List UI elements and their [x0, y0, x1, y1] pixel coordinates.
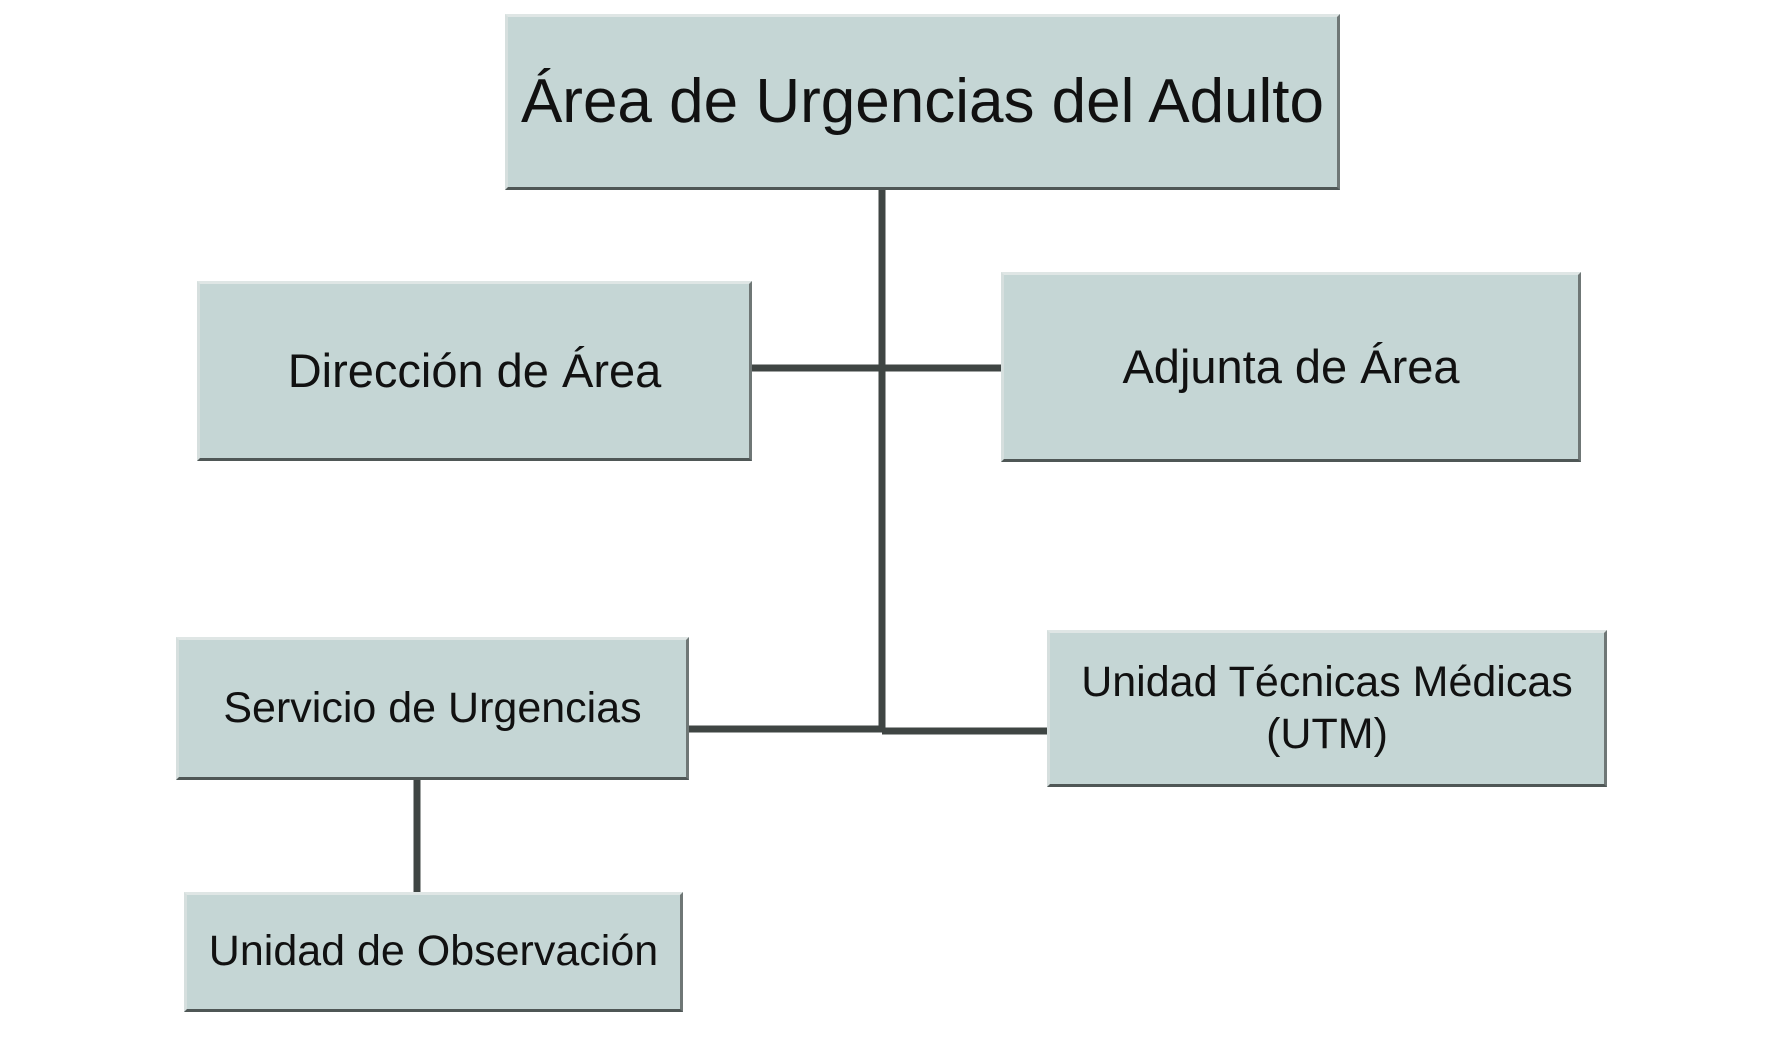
node-adjunta-area: Adjunta de Área — [1001, 272, 1581, 462]
node-label: Dirección de Área — [287, 343, 662, 397]
node-area-urgencias: Área de Urgencias del Adulto — [505, 14, 1340, 190]
node-unidad-tecnicas-medicas: Unidad Técnicas Médicas (UTM) — [1047, 630, 1607, 787]
node-servicio-urgencias: Servicio de Urgencias — [176, 637, 689, 780]
node-label: Unidad de Observación — [208, 927, 659, 976]
node-unidad-observacion: Unidad de Observación — [184, 892, 683, 1012]
node-direccion-area: Dirección de Área — [197, 281, 752, 461]
node-label: Unidad Técnicas Médicas (UTM) — [1081, 657, 1573, 758]
node-label: Área de Urgencias del Adulto — [520, 66, 1325, 136]
node-label: Servicio de Urgencias — [223, 683, 642, 732]
node-label: Adjunta de Área — [1122, 339, 1460, 393]
